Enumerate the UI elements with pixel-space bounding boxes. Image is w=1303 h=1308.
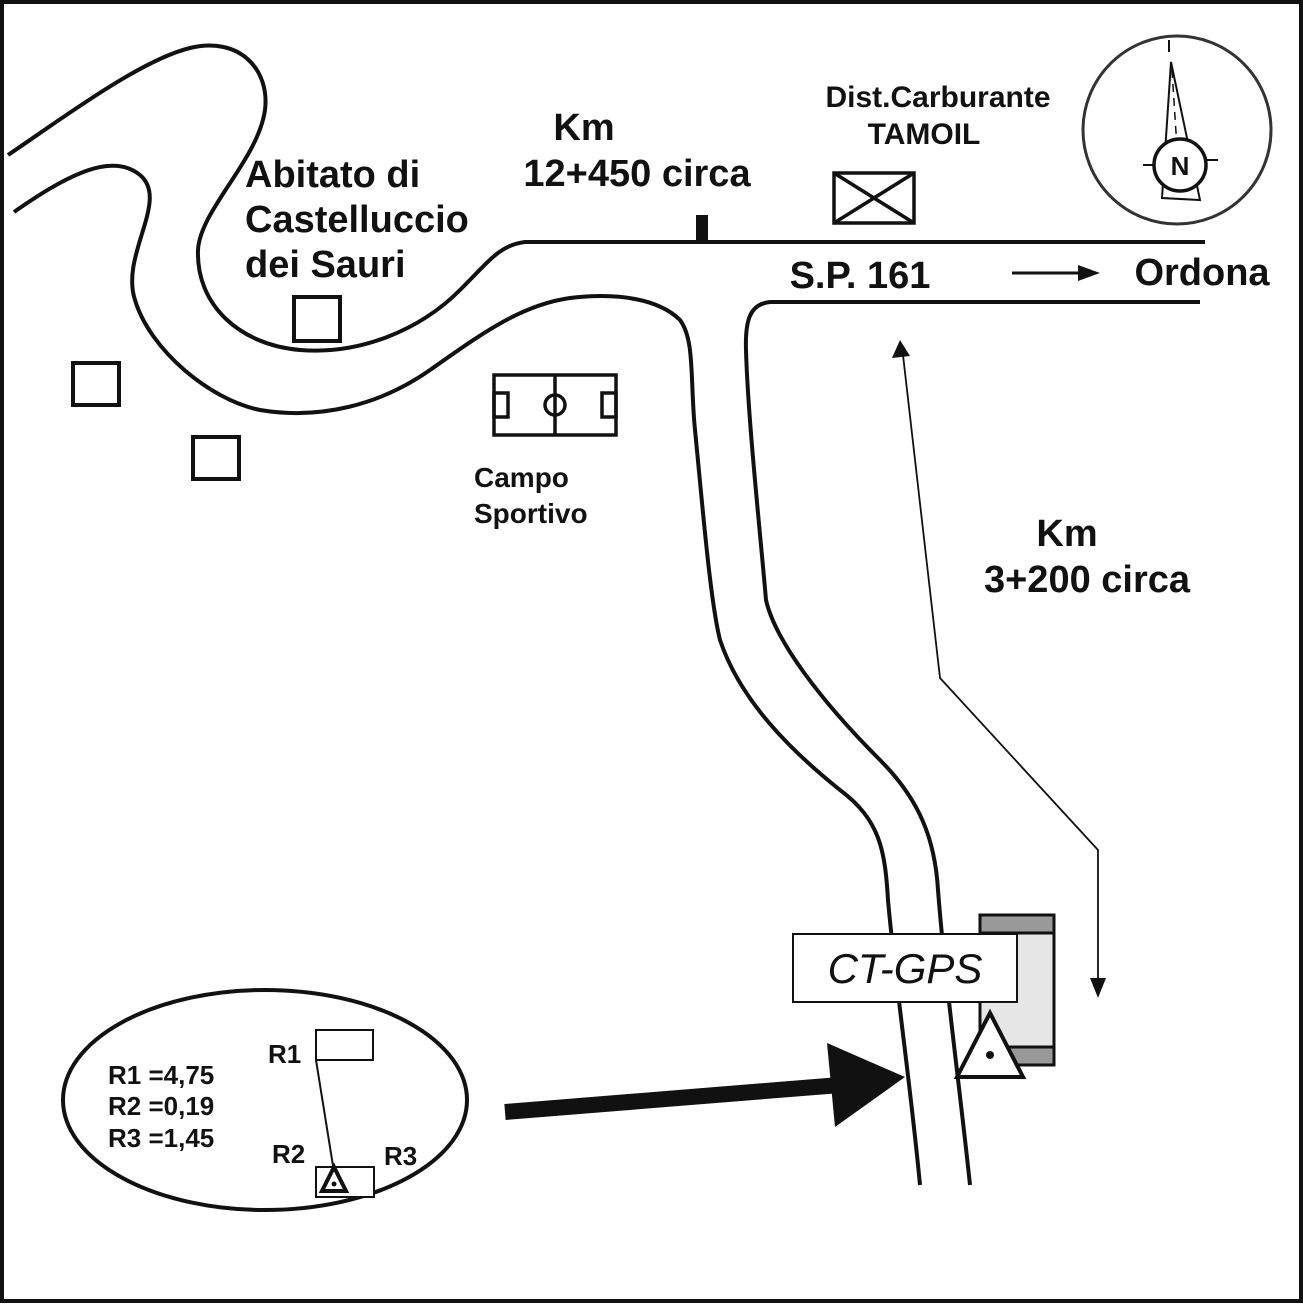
inset-r3-label: R3: [384, 1141, 417, 1171]
fuel-station-label-line2: TAMOIL: [868, 118, 981, 151]
distance-arrow-head-top: [892, 340, 910, 358]
town-label-line3: dei Sauri: [245, 244, 406, 286]
fuel-station-label-line1: Dist.Carburante: [825, 81, 1050, 114]
station-label-box: [792, 933, 1018, 1003]
arrow-to-ordona: [1012, 265, 1100, 281]
town-label-line2: Castelluccio: [245, 199, 469, 241]
north-letter: N: [1171, 151, 1190, 181]
inset-diagram: R1 R2 R3 R1 =4,75 R2 =0,19 R3 =1,45: [61, 988, 469, 1212]
destination-label: Ordona: [1134, 252, 1270, 294]
km-right-label-line1: Km: [1036, 513, 1097, 555]
building-3: [191, 435, 241, 481]
sports-field-label-line1: Campo: [474, 462, 569, 493]
inset-value-r2: R2 =0,19: [108, 1091, 214, 1121]
buildings: [71, 295, 342, 481]
km-marker-tick: [696, 215, 708, 242]
gps-marker-icon: [953, 1008, 1027, 1079]
road-name-label: S.P. 161: [790, 255, 931, 297]
compass-icon: N: [1081, 34, 1273, 226]
building-2: [71, 361, 121, 407]
station-label: CT-GPS: [828, 945, 983, 992]
pointer-arrow: [504, 1043, 905, 1127]
km-top-label-line2: 12+450 circa: [523, 153, 751, 195]
inset-value-r1: R1 =4,75: [108, 1060, 214, 1090]
inset-r2-label: R2: [272, 1139, 305, 1169]
fuel-station-icon: [832, 171, 916, 225]
inset-triangle-icon: [318, 1162, 350, 1193]
km-right-label-line2: 3+200 circa: [984, 559, 1191, 601]
inset-value-r3: R3 =1,45: [108, 1123, 214, 1153]
km-top-label-line1: Km: [553, 107, 614, 149]
building-1: [292, 295, 342, 343]
distance-arrow: [902, 354, 1099, 985]
sports-field-label-line2: Sportivo: [474, 498, 588, 529]
sports-field-icon: [492, 373, 618, 437]
distance-arrow-head-bottom: [1090, 978, 1106, 998]
town-label-line1: Abitato di: [245, 154, 420, 196]
inset-r1-label: R1: [268, 1039, 301, 1069]
